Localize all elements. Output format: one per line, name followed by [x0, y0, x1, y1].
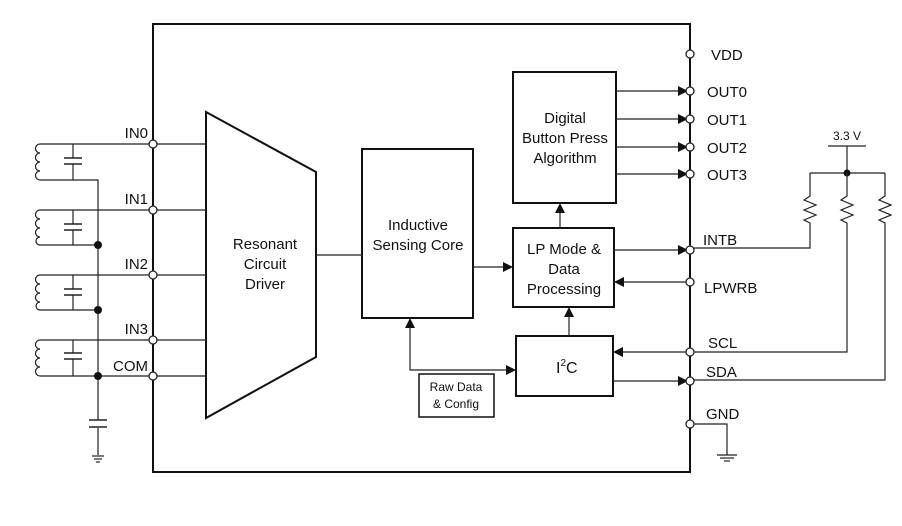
arrow-head	[564, 307, 574, 317]
resonant-label-1: Resonant	[233, 236, 298, 253]
arrow-head	[613, 347, 623, 357]
i2c-block	[515, 335, 614, 397]
arrow-head	[678, 376, 688, 386]
pin-label-lpwrb: LPWRB	[704, 280, 757, 297]
lp-mode-data-processing-block	[512, 227, 615, 308]
pin-label-in1: IN1	[125, 191, 148, 208]
arrow-head	[555, 203, 565, 213]
pin-label-out1: OUT1	[707, 112, 747, 129]
digital-label-2: Button Press	[522, 130, 608, 147]
lc-tank-circuits	[34, 143, 153, 463]
pin-label-com: COM	[113, 358, 148, 375]
pullup-network	[694, 145, 893, 381]
i2c-label: I2C	[556, 358, 578, 377]
sensing-label-2: Sensing Core	[373, 237, 464, 254]
pin-label-in0: IN0	[125, 125, 148, 142]
core-i2c-bus-wire	[409, 327, 508, 371]
rawdata-label-2: & Config	[433, 397, 479, 411]
pin-label-sda: SDA	[706, 364, 737, 381]
lpmode-label-3: Processing	[527, 281, 601, 298]
arrow-head	[405, 318, 415, 328]
digital-label-3: Algorithm	[533, 150, 596, 167]
pin-label-out0: OUT0	[707, 84, 747, 101]
digital-button-press-block	[512, 71, 617, 204]
pin-node-out3	[685, 169, 695, 179]
pin-node-in3	[148, 335, 158, 345]
pin-label-out3: OUT3	[707, 167, 747, 184]
pin-node-sda	[685, 376, 695, 386]
arrow-head	[614, 277, 624, 287]
pin-label-vdd: VDD	[711, 47, 743, 64]
input-wires	[153, 143, 206, 377]
rawdata-label-1: Raw Data	[430, 380, 483, 394]
arrow-head	[503, 262, 513, 272]
gnd-connection	[694, 423, 737, 462]
pin-node-in2	[148, 270, 158, 280]
pin-node-out0	[685, 86, 695, 96]
arrow-head	[678, 245, 688, 255]
pin-label-intb: INTB	[703, 232, 737, 249]
supply-voltage-label: 3.3 V	[833, 129, 861, 143]
pin-node-out1	[685, 114, 695, 124]
pin-label-out2: OUT2	[707, 140, 747, 157]
pin-node-scl	[685, 347, 695, 357]
raw-data-config-block	[418, 373, 495, 418]
pin-label-scl: SCL	[708, 335, 737, 352]
output-wires	[616, 86, 688, 179]
resonant-label-3: Driver	[245, 276, 285, 293]
sensing-label-1: Inductive	[388, 217, 448, 234]
pin-node-lpwrb	[685, 277, 695, 287]
pin-label-in2: IN2	[125, 256, 148, 273]
lpmode-label-1: LP Mode &	[527, 241, 601, 258]
arrow-head	[506, 365, 516, 375]
resonant-label-2: Circuit	[244, 256, 287, 273]
resonant-circuit-driver-block	[205, 110, 317, 420]
pin-node-gnd	[685, 419, 695, 429]
pin-node-out2	[685, 142, 695, 152]
pin-label-in3: IN3	[125, 321, 148, 338]
pin-node-in1	[148, 205, 158, 215]
digital-label-1: Digital	[544, 110, 586, 127]
pin-node-vdd	[685, 49, 695, 59]
pin-node-intb	[685, 245, 695, 255]
pin-label-gnd: GND	[706, 406, 740, 423]
pin-node-com	[148, 371, 158, 381]
lpmode-label-2: Data	[548, 261, 580, 278]
inductive-sensing-core-block	[361, 148, 474, 319]
pin-node-in0	[148, 139, 158, 149]
